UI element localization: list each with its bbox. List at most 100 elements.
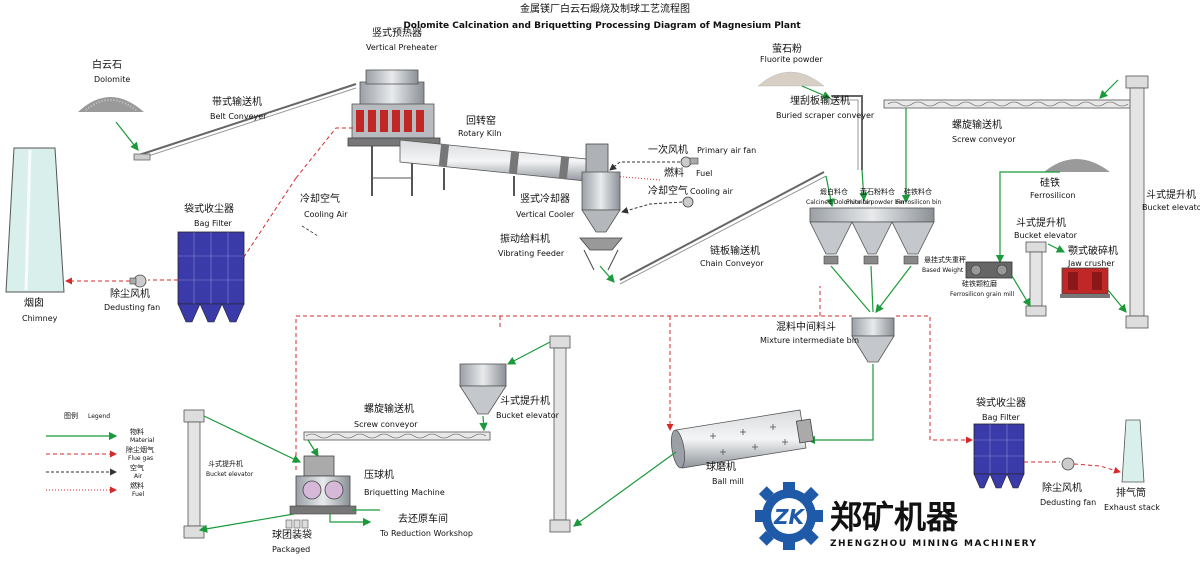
- cooling-air-left-line: [301, 225, 319, 237]
- ball-mill-label-zh: 球磨机: [706, 460, 736, 473]
- bucket-elevator-mid: [1025, 241, 1047, 317]
- ball-mill: [670, 409, 815, 469]
- screw-conveyor-top-label-zh: 螺旋输送机: [952, 118, 1002, 131]
- bucket-elevator-left-label-en: Bucket elevator: [206, 471, 254, 478]
- flue-gas-top-line: [295, 315, 852, 470]
- exhaust-stack-label-zh: 排气筒: [1116, 486, 1146, 499]
- cooling-air-right-label-en: Cooling air: [690, 187, 734, 196]
- packaged-bags: [285, 519, 309, 529]
- dolomite-label-zh: 白云石: [92, 58, 122, 71]
- title-zh: 金属镁厂白云石煅烧及制球工艺流程图: [520, 2, 690, 15]
- brand-mark: ZK: [773, 505, 806, 529]
- screw-to-briquetting-arrow: [307, 439, 319, 458]
- bucket-elevator-left: [183, 409, 205, 539]
- cooler-to-chain-arrow: [599, 265, 615, 283]
- packaged-label-en: Packaged: [272, 545, 310, 554]
- bag-filter-left-label-zh: 袋式收尘器: [184, 202, 234, 215]
- legend-title-zh: 图例: [64, 411, 78, 420]
- elevator-to-hopper-arrow: [506, 341, 551, 365]
- based-weight-label-zh: 悬挂式失重秤: [924, 255, 966, 264]
- legend-air-en: Air: [134, 473, 143, 480]
- legend-flue-gas-zh: 除尘烟气: [126, 445, 154, 454]
- ferrosilicon-label-en: Ferrosilicon: [1030, 191, 1075, 200]
- screw-conveyor-bottom-label-en: Screw conveyor: [354, 420, 418, 429]
- calcined-bin-label-en: Calcined Dolomite bin: [806, 199, 872, 206]
- elevator-to-crusher-arrow: [1047, 243, 1066, 253]
- bucket-elevator-center: [549, 335, 571, 533]
- reduction-workshop-label-en: To Reduction Workshop: [379, 529, 473, 538]
- fluorite-feed-arrow: [801, 85, 832, 100]
- fluorite-bin-label-zh: 萤石粉料仓: [860, 187, 895, 196]
- cooling-air-right-label-zh: 冷却空气: [648, 184, 688, 197]
- bucket-elevator-far: [1125, 75, 1149, 329]
- bucket-elevator-mid-label-zh: 斗式提升机: [1016, 216, 1066, 229]
- screw-conveyor-top-label-en: Screw conveyor: [952, 135, 1016, 144]
- vertical-cooler: [581, 171, 621, 233]
- jaw-crusher-label-zh: 颚式破碎机: [1068, 244, 1118, 257]
- belt-conveyor: [133, 83, 357, 161]
- legend-material-en: Material: [130, 437, 155, 444]
- dedusting-fan-left-label-en: Dedusting fan: [104, 303, 160, 312]
- bin1-to-mixer-line: [830, 265, 871, 313]
- briquetting-to-workshop-arrow: [329, 514, 372, 527]
- bucket-elevator-far-label-en: Bucket elevator: [1142, 203, 1200, 212]
- cooling-air-right-line: [621, 201, 683, 214]
- mixture-bin-label-zh: 混料中间料斗: [776, 320, 836, 333]
- primary-fan-label-zh: 一次风机: [648, 143, 688, 156]
- primary-fan-label-en: Primary air fan: [697, 146, 756, 155]
- vibrating-feeder: [579, 237, 623, 271]
- bin3-to-mixer-line: [875, 265, 912, 313]
- ball-mill-label-en: Ball mill: [712, 477, 744, 486]
- fluorite-pile: [757, 71, 825, 87]
- chain-to-bin-arrow: [825, 175, 835, 208]
- ferro-mill-label-en: Ferrosilicon grain mill: [950, 291, 1014, 298]
- dedusting-fan-left: [129, 274, 147, 288]
- dedusting-fan-right: [1061, 457, 1075, 471]
- vertical-preheater: [347, 69, 441, 196]
- bag-filter-right-label-en: Bag Filter: [982, 413, 1021, 422]
- ferro-feed-arrow: [995, 171, 1060, 264]
- brand-name-en: ZHENGZHOU MINING MACHINERY: [830, 539, 1038, 549]
- hopper-to-screw-arrow: [479, 415, 488, 432]
- bag-filter-right-label-zh: 袋式收尘器: [976, 396, 1026, 409]
- dedusting-fan-right-label-zh: 除尘风机: [1042, 481, 1082, 494]
- cooling-air-fan: [682, 196, 694, 208]
- flue-gas-to-right-filter: [896, 315, 973, 444]
- storage-bins: [809, 207, 935, 265]
- bucket-elevator-far-label-zh: 斗式提升机: [1146, 188, 1196, 201]
- fluorite-bin-label-en: Fluorite powder bin: [846, 199, 904, 206]
- screw-conveyor-top: [883, 99, 1135, 109]
- chain-conveyor: [619, 171, 827, 285]
- rotary-kiln: [399, 139, 609, 196]
- vertical-cooler-label-en: Vertical Cooler: [516, 210, 575, 219]
- rotary-kiln-label-zh: 回转窑: [466, 114, 496, 127]
- brand-name-zh: 郑矿机器: [830, 498, 959, 536]
- fuel-line: [611, 173, 661, 181]
- flue-gas-preheater-line: [295, 127, 356, 179]
- dedusting-fan-right-label-en: Dedusting fan: [1040, 498, 1096, 507]
- chimney-label-zh: 烟囱: [24, 296, 44, 309]
- reduction-workshop-label-zh: 去还原车间: [398, 512, 448, 525]
- elevator-to-screw-arrow: [1099, 79, 1119, 99]
- bucket-elevator-hopper-label-zh: 斗式提升机: [500, 394, 550, 407]
- vibrating-feeder-label-zh: 振动给料机: [500, 232, 550, 245]
- briquetting-label-zh: 压球机: [364, 468, 394, 481]
- buried-scraper-label-zh: 埋刮板输送机: [790, 94, 850, 107]
- buried-scraper-conveyer: [832, 95, 863, 170]
- dedusting-fan-left-label-zh: 除尘风机: [110, 287, 150, 300]
- bucket-elevator-mid-label-en: Bucket elevator: [1014, 231, 1078, 240]
- ballmill-to-elevator-arrow: [573, 451, 677, 527]
- fluorite-label-en: Fluorite powder: [760, 55, 823, 64]
- bag-filter-left: [177, 231, 245, 323]
- bag-filter-right: [973, 423, 1025, 489]
- based-weight-label-en: Based Weight: [922, 267, 964, 274]
- primary-air-line: [609, 161, 680, 171]
- legend-item-air: 空气 Air: [46, 463, 144, 480]
- chain-conveyor-label-zh: 链板输送机: [710, 244, 760, 257]
- belt-conveyor-label-zh: 带式输送机: [212, 95, 262, 108]
- title-en: Dolomite Calcination and Briquetting Pro…: [403, 21, 801, 31]
- fuel-label-zh: 燃料: [664, 166, 684, 179]
- fluorite-label-zh: 萤石粉: [772, 42, 802, 55]
- ferro-bin-label-en: Ferrosilicon bin: [896, 199, 941, 206]
